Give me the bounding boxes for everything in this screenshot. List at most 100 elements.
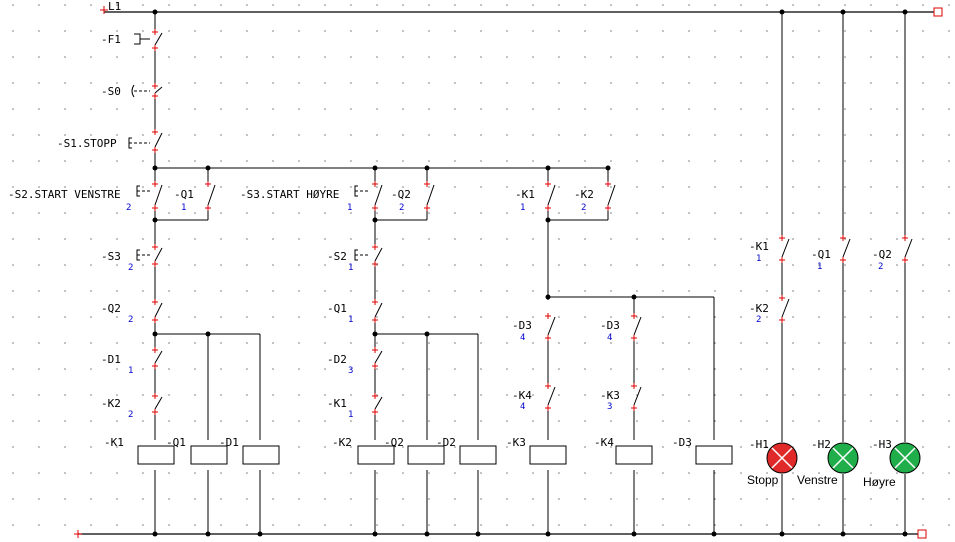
num-q1c: 1	[817, 262, 822, 272]
coils	[137, 445, 733, 465]
num-k1: 1	[520, 203, 525, 213]
num-k4a: 4	[520, 402, 525, 412]
contact-s2	[152, 181, 163, 211]
coil-label-d3: -D3	[672, 436, 692, 449]
label-q2-hold: -Q2	[391, 188, 411, 201]
label-q1c: -Q1	[811, 248, 831, 261]
label-q2c: -Q2	[872, 248, 892, 261]
component-labels: -F1 -S0 -S1.STOPP -S2.START VENSTRE -Q1 …	[8, 33, 892, 449]
label-q1-hold: -Q1	[174, 188, 194, 201]
coil-k4	[615, 445, 653, 465]
num-k3a: 3	[607, 402, 612, 412]
rail-label-l1: L1	[108, 0, 121, 13]
contact-q2-hold	[424, 181, 435, 211]
coil-label-k3: -K3	[506, 436, 526, 449]
label-f1: -F1	[101, 33, 121, 46]
num-k1b: 1	[348, 410, 353, 420]
contact-q2a	[152, 299, 163, 323]
actuators	[128, 33, 370, 261]
num-k1c: 1	[756, 254, 761, 264]
pushbutton-s3-icon	[354, 185, 370, 197]
contact-q2c	[902, 235, 913, 263]
lamp-h1-caption: Stopp	[747, 473, 779, 487]
label-q2a: -Q2	[101, 302, 121, 315]
pushbutton-s2b-icon	[354, 249, 370, 261]
coil-label-k4: -K4	[594, 436, 614, 449]
contact-d2a	[372, 347, 383, 369]
thermal-relay-icon	[134, 33, 150, 45]
coil-k3	[529, 445, 567, 465]
num-k2: 2	[581, 203, 586, 213]
label-k2-top: -K2	[574, 188, 594, 201]
contact-k1-top	[545, 181, 556, 211]
contacts-layer	[152, 29, 913, 415]
coil-label-q2: -Q2	[384, 436, 404, 449]
coil-label-d1: -D1	[219, 436, 239, 449]
label-d2a: -D2	[327, 353, 347, 366]
contact-k3a	[631, 383, 642, 411]
contact-s1	[152, 129, 163, 153]
lamp-h2-icon	[827, 442, 859, 474]
mushroom-stop-icon	[131, 84, 150, 98]
contact-k2-top	[605, 181, 616, 211]
num-s2b: 1	[348, 263, 353, 273]
coil-k2	[357, 445, 395, 465]
lamp-h3-tag: -H3	[872, 438, 892, 451]
contact-k2c	[779, 295, 790, 323]
pushbutton-s3b-icon	[136, 249, 150, 261]
num-d3b: 4	[607, 333, 612, 343]
coil-label-q1: -Q1	[166, 436, 186, 449]
num-q2a: 2	[128, 315, 133, 325]
lamp-h2-tag: -H2	[811, 438, 831, 451]
label-s3: -S3.START HØYRE	[240, 188, 339, 201]
label-s2: -S2.START VENSTRE	[8, 188, 121, 201]
coil-k1	[137, 445, 175, 465]
lamp-h1-icon	[766, 442, 798, 474]
contact-q1-hold	[205, 181, 216, 211]
num-d2a: 3	[348, 366, 353, 376]
coil-d2	[459, 445, 497, 465]
num-k2b: 2	[128, 410, 133, 420]
junction-dots	[152, 9, 908, 537]
label-s3b: -S3	[101, 250, 121, 263]
label-d1a: -D1	[101, 353, 121, 366]
indicator-lamps: -H1 -H2 -H3 Stopp Venstre Høyre	[747, 438, 921, 489]
num-d1a: 1	[128, 366, 133, 376]
label-k3a: -K3	[600, 389, 620, 402]
label-k1-top: -K1	[515, 188, 535, 201]
contact-q1a	[372, 299, 383, 323]
label-q1a: -Q1	[327, 302, 347, 315]
num-s3a: 1	[347, 203, 352, 213]
num-q2: 2	[399, 203, 404, 213]
label-s0: -S0	[101, 85, 121, 98]
num-k2c: 2	[756, 315, 761, 325]
coil-d3	[695, 445, 733, 465]
pushbutton-stop-icon	[128, 137, 150, 149]
lamp-h1-tag: -H1	[749, 438, 769, 451]
contact-k4a	[545, 383, 556, 411]
label-s1: -S1.STOPP	[57, 137, 117, 150]
lamp-h3-caption: Høyre	[863, 475, 896, 489]
contact-d3a	[545, 313, 556, 341]
num-q1: 1	[181, 203, 186, 213]
coil-label-k2: -K2	[332, 436, 352, 449]
contact-s2b	[372, 244, 383, 267]
label-k4a: -K4	[512, 389, 532, 402]
num-q1a: 1	[348, 315, 353, 325]
label-s2b: -S2	[327, 250, 347, 263]
wiring	[154, 12, 906, 534]
lamp-h2-caption: Venstre	[797, 473, 838, 487]
contact-f1	[152, 29, 163, 51]
label-d3a: -D3	[512, 319, 532, 332]
num-s3b: 2	[128, 263, 133, 273]
pushbutton-s2-icon	[136, 185, 150, 197]
label-k2b: -K2	[101, 397, 121, 410]
contact-k1c	[779, 235, 790, 263]
power-rails: L1	[74, 0, 943, 539]
num-d3a: 4	[520, 333, 525, 343]
coil-d1	[242, 445, 280, 465]
contact-k2b	[152, 393, 163, 415]
contact-numbers: 2 1 1 2 1 2 2 2 1 2 1 1 3 1 4 4 4 3 1 2 …	[126, 203, 883, 420]
contact-q1c	[840, 235, 851, 263]
